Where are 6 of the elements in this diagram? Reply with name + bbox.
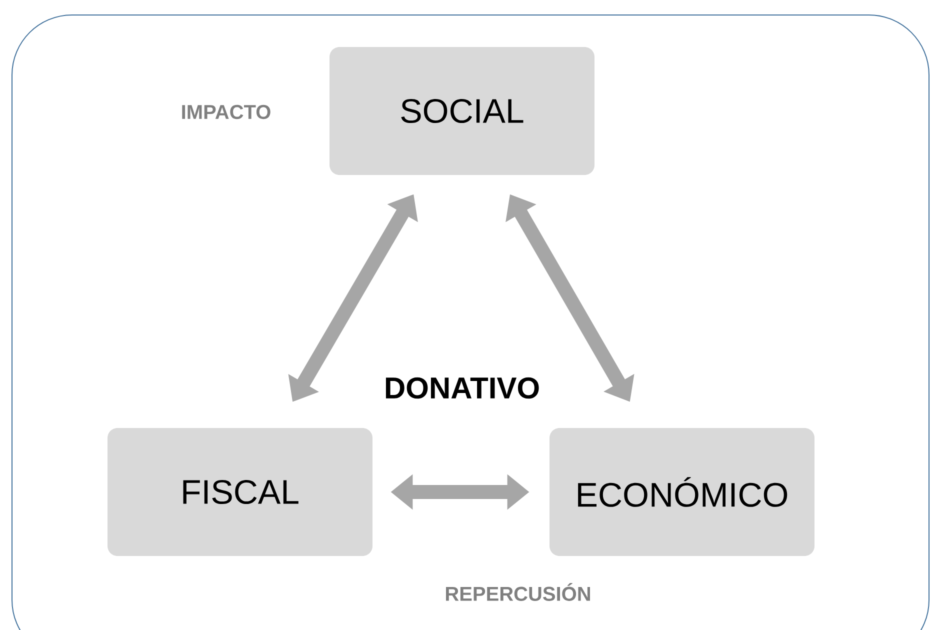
category-box: ECONÓMICO [550, 428, 814, 556]
category-box: FISCAL [108, 428, 372, 556]
center-label: DONATIVO [386, 377, 539, 399]
side-label: IMPACTO [182, 104, 270, 120]
side-label: REPERCUSIÓN [446, 583, 590, 601]
category-box: SOCIAL [330, 47, 594, 175]
